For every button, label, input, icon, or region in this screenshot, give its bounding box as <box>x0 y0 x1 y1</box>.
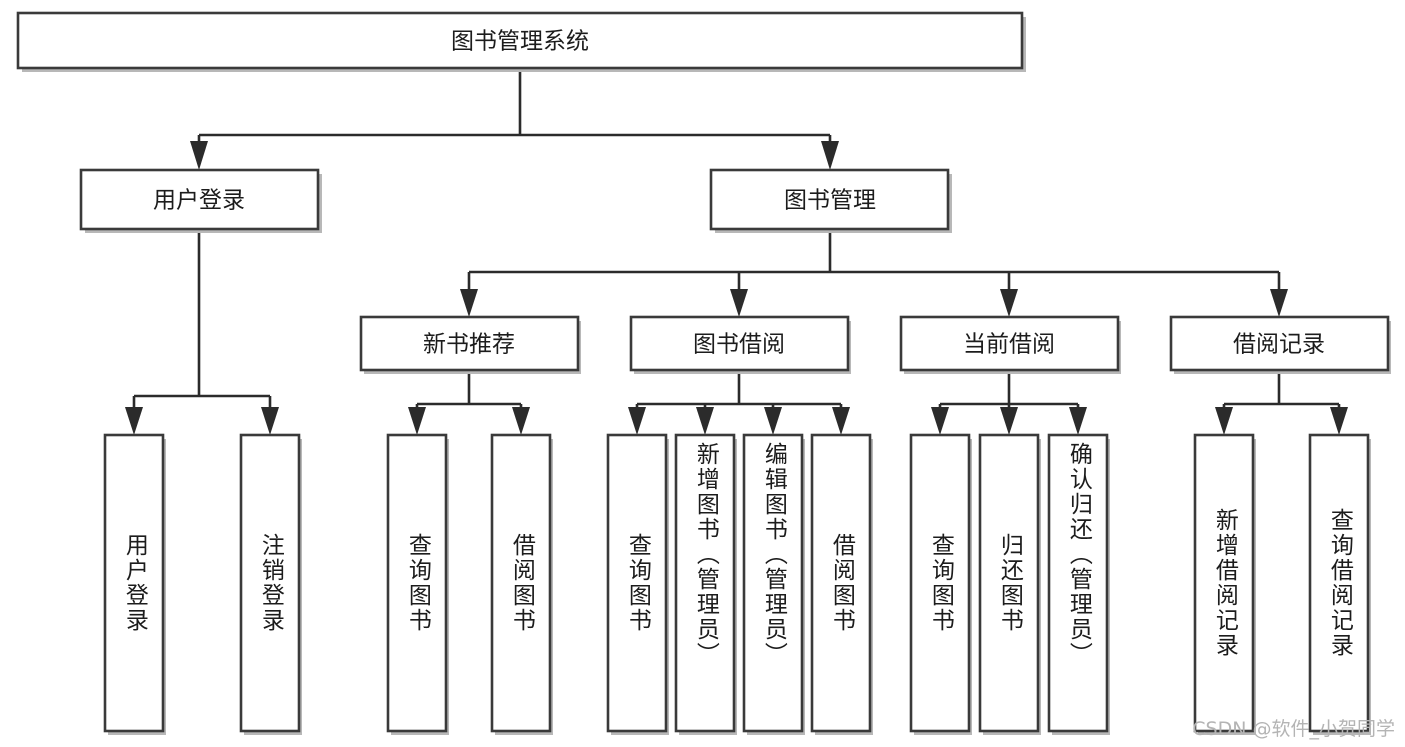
connector-root-to-level1 <box>197 68 832 158</box>
node-borrow-record[interactable]: 借阅记录 <box>1169 315 1391 374</box>
connector-new-book-bus <box>415 373 523 424</box>
node-user-login-box[interactable] <box>79 168 320 231</box>
arrow-head-leaf-borrow-book-b <box>832 407 850 435</box>
arrow-head-leaf-edit-book <box>764 407 782 435</box>
connector-book-borrow-bus <box>635 373 843 424</box>
leaf-query-book-b-box[interactable] <box>606 433 668 733</box>
node-book-mgmt-label: 图书管理 <box>784 188 876 214</box>
leaf-borrow-book-b-box[interactable] <box>810 433 872 733</box>
leaf-box-layer <box>103 433 1371 735</box>
node-borrow-record-box[interactable] <box>1169 315 1390 372</box>
connector-borrow-record-bus <box>1222 373 1341 424</box>
arrow-head-leaf-return-book <box>1000 407 1018 435</box>
connector-book-mgmt-bus <box>467 233 1281 305</box>
leaf-logout-box[interactable] <box>239 433 301 733</box>
arrow-head-leaf-borrow-book-a <box>512 407 530 435</box>
arrow-head-to-user-login <box>190 141 208 170</box>
arrow-head-leaf-query-record <box>1330 407 1348 435</box>
node-new-book[interactable]: 新书推荐 <box>359 315 581 374</box>
arrow-head-new-book <box>460 289 478 317</box>
leaf-user-login-box[interactable] <box>103 433 165 733</box>
node-current-borrow[interactable]: 当前借阅 <box>899 315 1121 374</box>
node-current-borrow-label: 当前借阅 <box>963 332 1055 358</box>
node-root[interactable]: 图书管理系统 <box>16 11 1026 72</box>
node-root-box[interactable] <box>16 11 1024 70</box>
arrow-head-leaf-query-book-a <box>408 407 426 435</box>
arrow-head-to-book-mgmt <box>821 141 839 170</box>
node-book-mgmt-box[interactable] <box>709 168 950 231</box>
node-book-mgmt[interactable]: 图书管理 <box>709 168 952 233</box>
leaf-query-record-box[interactable] <box>1308 433 1370 733</box>
leaf-edit-book-box[interactable] <box>742 433 804 733</box>
arrow-head-book-borrow <box>730 289 748 317</box>
leaf-add-record-box[interactable] <box>1193 433 1255 733</box>
node-new-book-box[interactable] <box>359 315 580 372</box>
arrow-head-leaf-query-book-b <box>628 407 646 435</box>
arrow-head-leaf-logout <box>261 407 279 435</box>
connector-user-login-bus <box>132 233 272 424</box>
node-new-book-label: 新书推荐 <box>423 332 515 358</box>
connector-layer <box>125 68 1348 435</box>
leaf-confirm-return-box[interactable] <box>1047 433 1109 733</box>
arrow-head-leaf-query-book-c <box>931 407 949 435</box>
node-user-login[interactable]: 用户登录 <box>79 168 322 233</box>
node-book-borrow-box[interactable] <box>629 315 850 372</box>
arrow-head-leaf-add-record <box>1215 407 1233 435</box>
leaf-return-book-box[interactable] <box>978 433 1040 733</box>
node-borrow-record-label: 借阅记录 <box>1233 332 1325 358</box>
arrow-head-current-borrow <box>1000 289 1018 317</box>
arrow-head-leaf-user-login <box>125 407 143 435</box>
arrow-head-borrow-record <box>1270 289 1288 317</box>
node-user-login-label: 用户登录 <box>153 188 245 214</box>
node-root-label: 图书管理系统 <box>451 29 589 55</box>
leaf-query-book-a-box[interactable] <box>386 433 448 733</box>
leaf-borrow-book-a-box[interactable] <box>490 433 552 733</box>
leaf-add-book-box[interactable] <box>674 433 736 733</box>
node-book-borrow[interactable]: 图书借阅 <box>629 315 851 374</box>
arrow-head-leaf-add-book <box>696 407 714 435</box>
arrow-head-leaf-confirm-return <box>1069 407 1087 435</box>
node-current-borrow-box[interactable] <box>899 315 1120 372</box>
leaf-query-book-c-box[interactable] <box>909 433 971 733</box>
node-book-borrow-label: 图书借阅 <box>693 332 785 358</box>
